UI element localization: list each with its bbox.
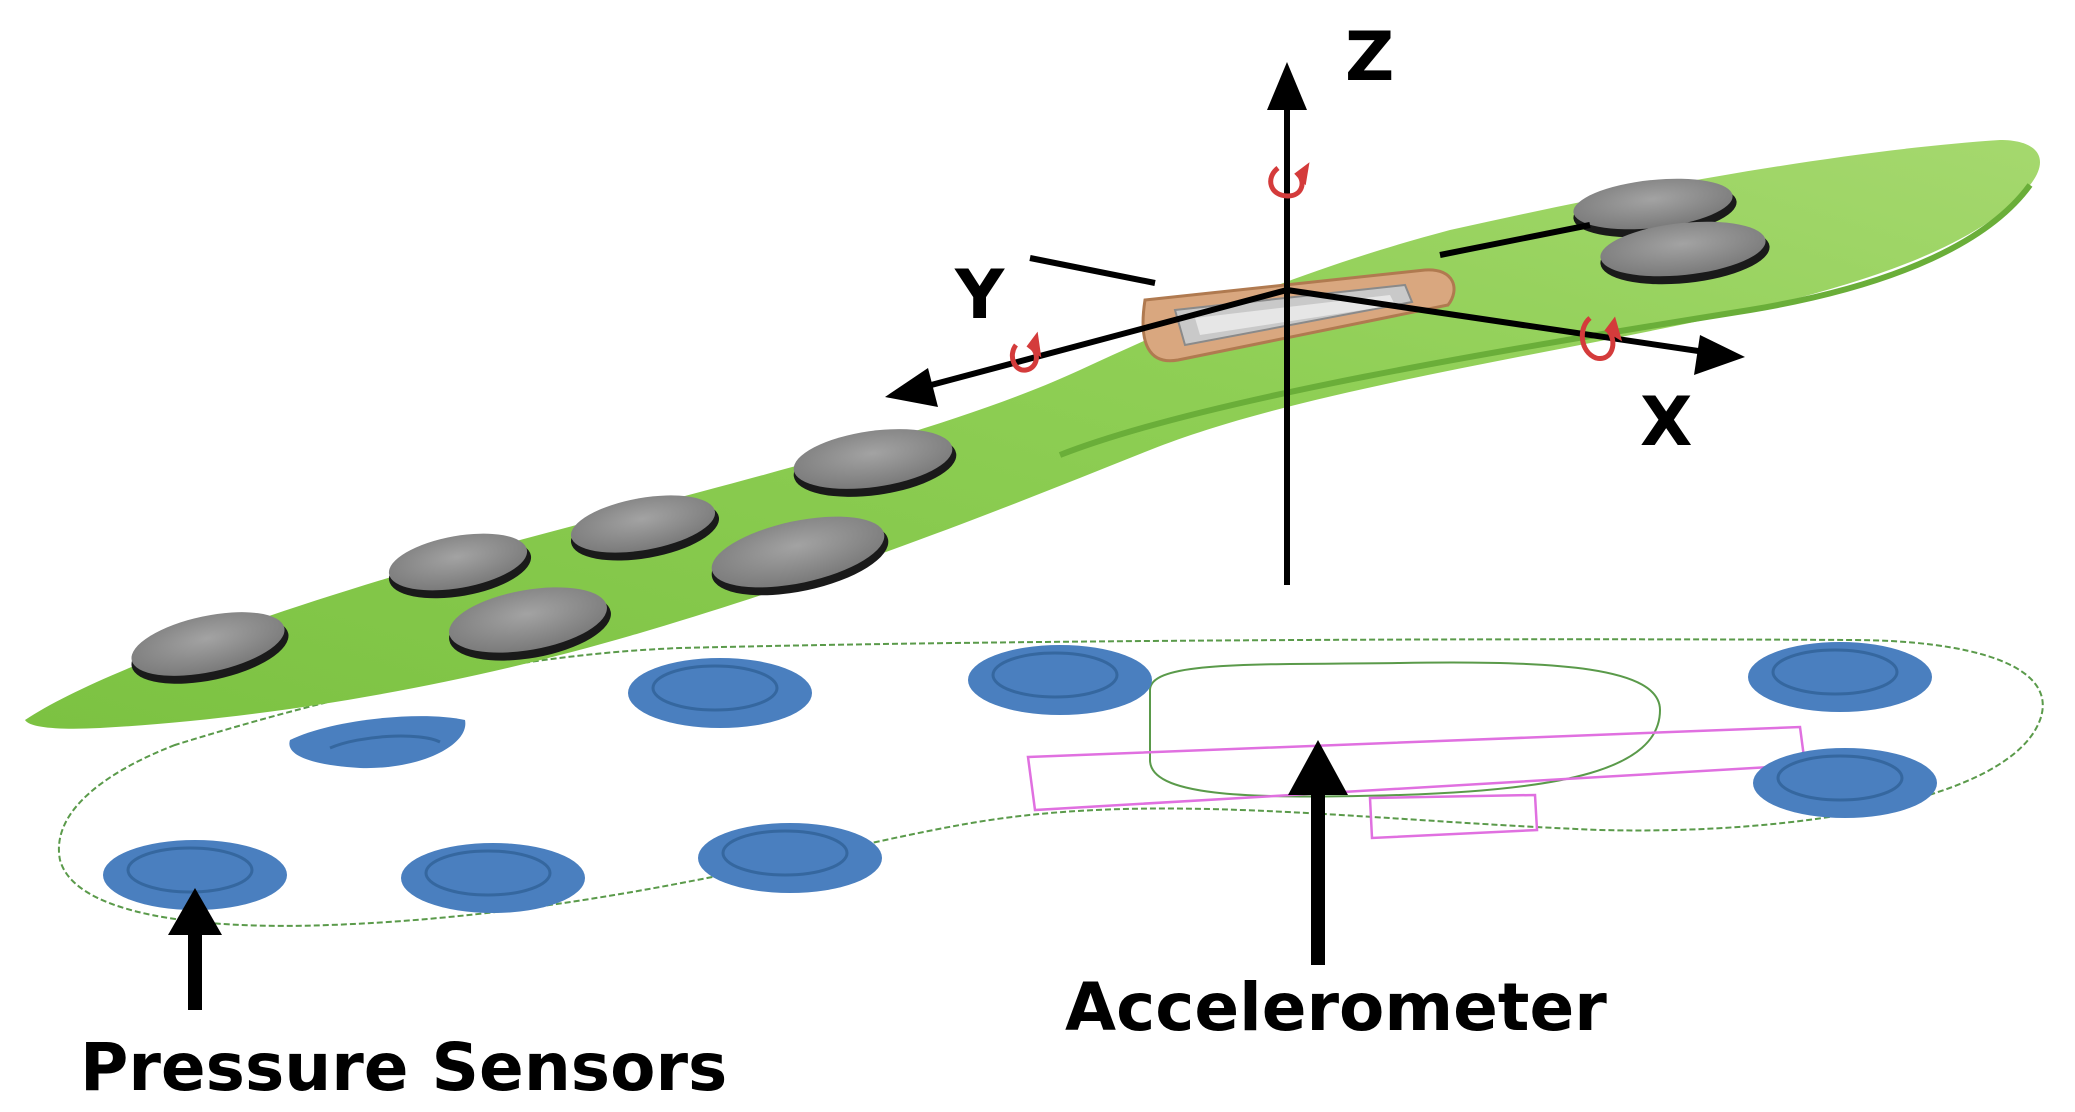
y-arrowhead [885,368,938,407]
blue-sensor-dot [968,645,1152,715]
blue-sensor-dot [628,658,812,728]
accelerometer-pointer [1288,740,1348,965]
blue-sensor-dot [698,823,882,893]
x-axis-back-line [1439,222,1591,258]
insole-outline [57,638,2044,927]
blue-sensor-dot-partial [289,716,466,769]
gray-pressure-pads [131,178,1770,684]
gray-pressure-pad [449,587,611,661]
circuit-board-tab-outline [1368,793,1539,840]
y-axis-label: Y [954,256,1005,335]
rotation-arrow-icon [1009,331,1042,373]
gray-pressure-pad [570,495,720,561]
green-insole-rim [1058,183,2033,458]
y-axis-line [904,287,1288,395]
gray-pressure-pad [711,516,889,596]
gray-pressure-pad [388,533,532,599]
green-insole [25,140,2040,729]
blue-sensor-dot [401,843,585,913]
gray-pressure-pad [131,612,289,684]
axis-arrowheads [885,62,1745,407]
gray-pressure-pad [793,429,957,497]
x-axis-label: X [1640,383,1692,462]
z-axis-label: Z [1345,18,1394,97]
blue-sensor-dot [103,840,287,910]
pressure-sensors-pointer [168,888,222,1010]
rotation-markers [1009,162,1623,373]
blue-sensor-dots [103,642,1937,913]
accelerometer-label: Accelerometer [1065,969,1607,1046]
gray-pressure-pad [1573,178,1737,238]
up-arrow-icon [168,888,222,935]
rotation-arrow-icon [1579,316,1623,361]
accelerometer-housing-outline [1149,661,1662,798]
x-arrowhead [1694,335,1745,375]
gray-pressure-pad [1600,221,1770,285]
rotation-arrow-icon [1268,162,1310,199]
z-arrowhead [1267,62,1307,110]
blue-sensor-dot [1753,748,1937,818]
x-axis-line [1286,287,1706,355]
blue-sensor-dot [1748,642,1932,712]
pressure-sensors-label: Pressure Sensors [80,1029,727,1106]
y-axis-back-line [1029,255,1156,286]
up-arrow-icon [1288,740,1348,795]
coordinate-axes [904,90,1706,585]
